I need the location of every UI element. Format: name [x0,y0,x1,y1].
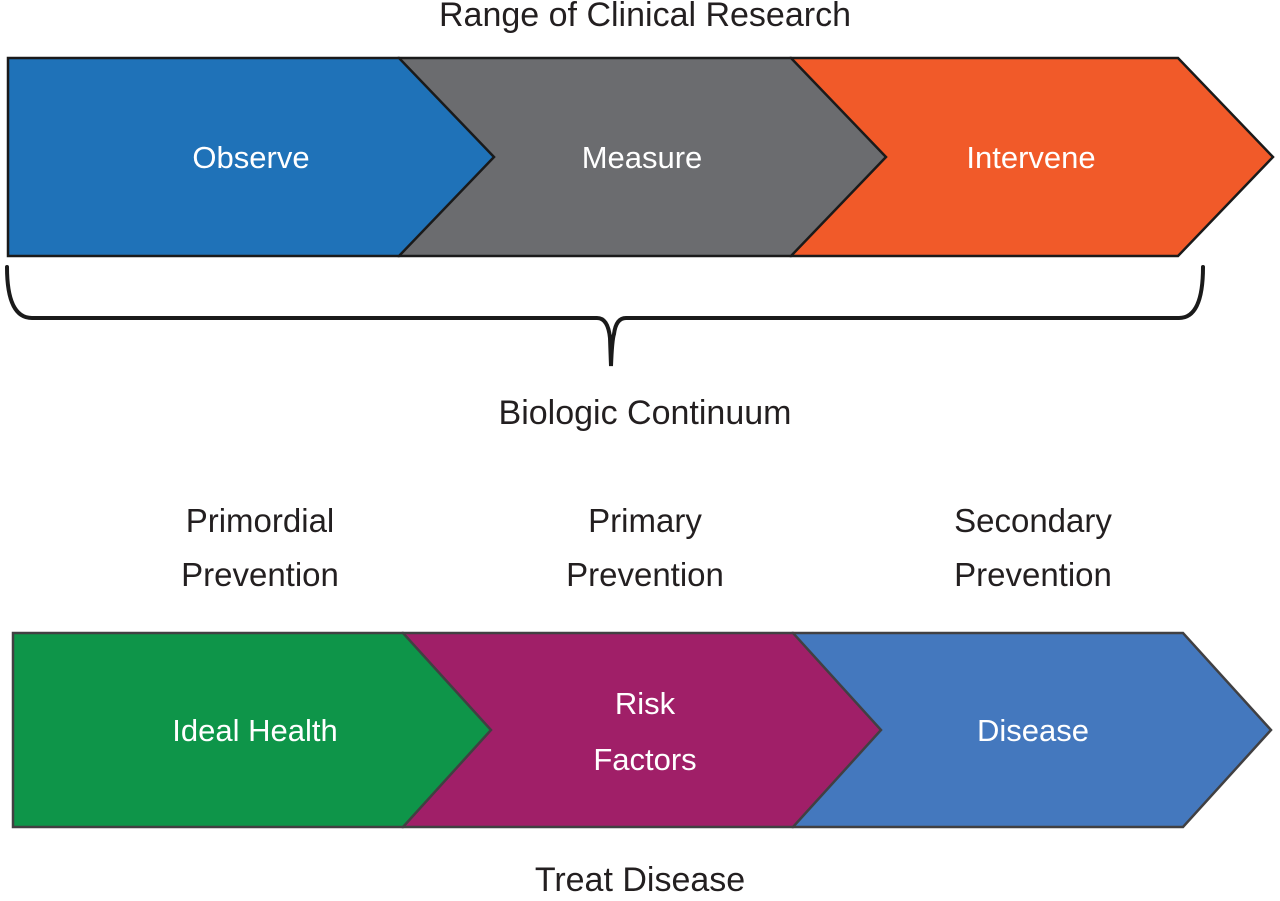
primary-prevention-label: Primary Prevention [485,494,805,602]
secondary-prevention-line1: Secondary [954,502,1112,539]
risk-factors-line1: Risk [614,686,676,721]
primary-prevention-line2: Prevention [566,556,724,593]
primordial-prevention-line1: Primordial [185,502,335,539]
primary-prevention-line1: Primary [588,502,702,539]
observe-arrow-label: Observe [192,140,310,175]
diagram-title: Range of Clinical Research [439,0,851,34]
primordial-prevention-line2: Prevention [181,556,339,593]
ideal-health-arrow-label: Ideal Health [172,713,338,748]
secondary-prevention-line2: Prevention [954,556,1112,593]
risk-factors-arrow-label: Risk Factors [495,676,795,788]
primordial-prevention-label: Primordial Prevention [100,494,420,602]
biologic-continuum-label: Biologic Continuum [498,394,792,432]
measure-arrow-label: Measure [581,140,703,175]
brace-shape [5,265,1205,367]
observe-arrow-shape [6,56,496,258]
intervene-arrow-label: Intervene [966,140,1096,175]
treat-disease-label: Treat Disease [534,861,746,899]
secondary-prevention-label: Secondary Prevention [873,494,1193,602]
disease-arrow-label: Disease [977,713,1089,748]
ideal-health-arrow-shape [11,631,493,829]
risk-factors-line2: Factors [593,742,697,777]
